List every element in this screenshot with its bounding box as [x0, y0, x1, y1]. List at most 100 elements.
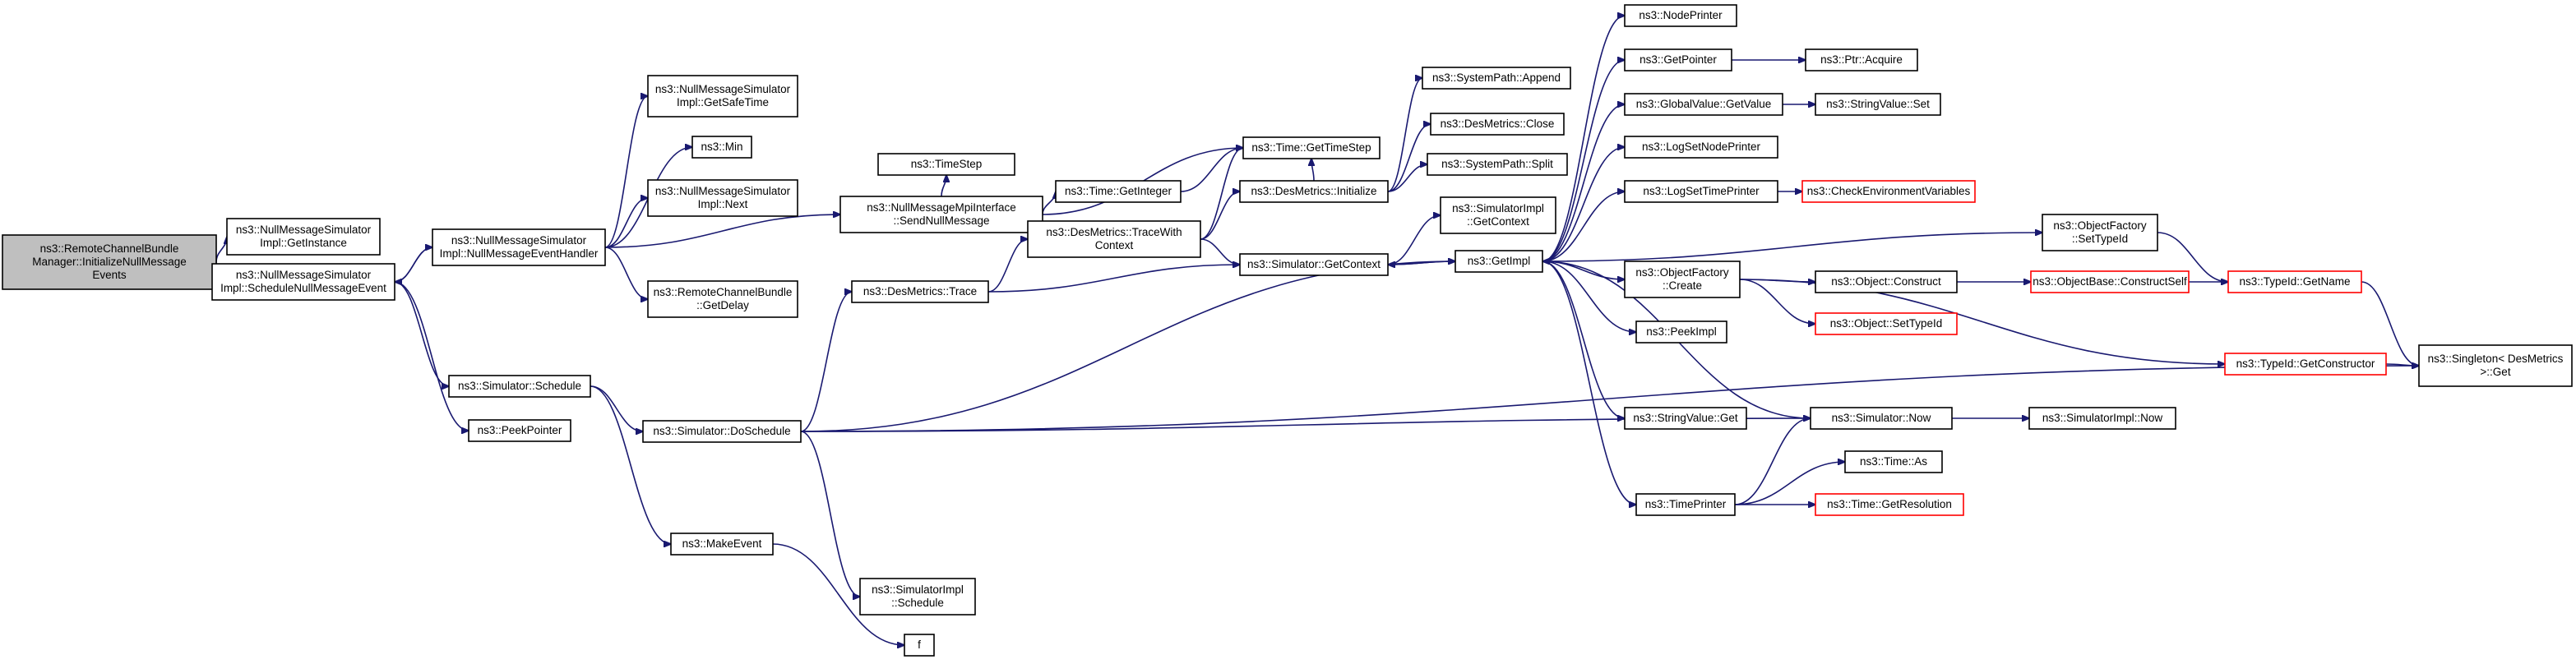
node-ns3-nullmessagesimulator-impl-getinstance[interactable]: ns3::NullMessageSimulatorImpl::GetInstan…	[226, 218, 381, 256]
node-ns3-desmetrics-trace[interactable]: ns3::DesMetrics::Trace	[851, 280, 989, 303]
node-ns3-desmetrics-initialize[interactable]: ns3::DesMetrics::Initialize	[1239, 180, 1389, 203]
node-box[interactable]	[468, 419, 571, 442]
node-ns3-checkenvironmentvariables[interactable]: ns3::CheckEnvironmentVariables	[1801, 180, 1976, 203]
node-box[interactable]	[1430, 113, 1565, 136]
node-box[interactable]	[1055, 180, 1182, 203]
node-f[interactable]: f	[904, 634, 935, 657]
node-box[interactable]	[1815, 493, 1964, 516]
node-ns3-simulatorimpl-getcontext[interactable]: ns3::SimulatorImpl::GetContext	[1440, 196, 1556, 234]
node-ns3-nullmessagesimulator-impl-getsafetime[interactable]: ns3::NullMessageSimulatorImpl::GetSafeTi…	[647, 75, 798, 118]
node-ns3-logsettimeprinter[interactable]: ns3::LogSetTimePrinter	[1624, 180, 1778, 203]
node-ns3-objectbase-constructself[interactable]: ns3::ObjectBase::ConstructSelf	[2030, 270, 2190, 293]
node-box[interactable]	[1815, 270, 1958, 293]
node-ns3-getpointer[interactable]: ns3::GetPointer	[1624, 48, 1732, 71]
node-box[interactable]	[1805, 48, 1918, 71]
node-box[interactable]	[1624, 136, 1778, 159]
node-box[interactable]	[2227, 270, 2362, 293]
node-box[interactable]	[2030, 270, 2190, 293]
node-box[interactable]	[904, 634, 935, 657]
node-box[interactable]	[1624, 180, 1778, 203]
node-box[interactable]	[1027, 220, 1201, 258]
node-ns3-typeid-getconstructor[interactable]: ns3::TypeId::GetConstructor	[2224, 353, 2387, 376]
node-ns3-object-construct[interactable]: ns3::Object::Construct	[1815, 270, 1958, 293]
node-box[interactable]	[432, 228, 606, 266]
node-box[interactable]	[647, 75, 798, 118]
node-ns3-nullmessagesimulator-impl-nullmessageeventhandler[interactable]: ns3::NullMessageSimulatorImpl::NullMessa…	[432, 228, 606, 266]
node-box[interactable]	[877, 153, 1015, 176]
node-box[interactable]	[1239, 253, 1389, 276]
node-ns3-stringvalue-get[interactable]: ns3::StringValue::Get	[1624, 407, 1747, 430]
node-ns3-objectfactory-create[interactable]: ns3::ObjectFactory::Create	[1624, 261, 1741, 298]
node-box[interactable]	[1624, 407, 1747, 430]
node-ns3-desmetrics-close[interactable]: ns3::DesMetrics::Close	[1430, 113, 1565, 136]
node-box[interactable]	[1815, 93, 1941, 116]
node-box[interactable]	[1624, 48, 1732, 71]
node-ns3-peekimpl[interactable]: ns3::PeekImpl	[1635, 320, 1727, 344]
node-ns3-simulatorimpl-schedule[interactable]: ns3::SimulatorImpl::Schedule	[859, 578, 976, 616]
node-ns3-makeevent[interactable]: ns3::MakeEvent	[670, 533, 774, 556]
node-box[interactable]	[670, 533, 774, 556]
node-box[interactable]	[1635, 493, 1736, 516]
node-box[interactable]	[647, 179, 798, 217]
node-ns3-peekpointer[interactable]: ns3::PeekPointer	[468, 419, 571, 442]
node-ns3-systempath-append[interactable]: ns3::SystemPath::Append	[1422, 67, 1571, 90]
node-box[interactable]	[1801, 180, 1976, 203]
node-ns3-objectfactory-settypeid[interactable]: ns3::ObjectFactory::SetTypeId	[2042, 214, 2158, 251]
node-box[interactable]	[1242, 136, 1380, 159]
node-box[interactable]	[859, 578, 976, 616]
node-box[interactable]	[839, 196, 1043, 233]
node-box[interactable]	[2042, 214, 2158, 251]
node-ns3-globalvalue-getvalue[interactable]: ns3::GlobalValue::GetValue	[1624, 93, 1783, 116]
node-ns3-remotechannelbundle-getdelay[interactable]: ns3::RemoteChannelBundle::GetDelay	[647, 280, 798, 318]
node-ns3-time-gettimestep[interactable]: ns3::Time::GetTimeStep	[1242, 136, 1380, 159]
node-box[interactable]	[1239, 180, 1389, 203]
node-box[interactable]	[1427, 153, 1568, 176]
node-ns3-time-getinteger[interactable]: ns3::Time::GetInteger	[1055, 180, 1182, 203]
node-box[interactable]	[1844, 450, 1943, 473]
node-ns3-singleton-desmetrics-get[interactable]: ns3::Singleton< DesMetrics >::Get	[2418, 344, 2573, 387]
node-box[interactable]	[851, 280, 989, 303]
node-ns3-time-as[interactable]: ns3::Time::As	[1844, 450, 1943, 473]
node-ns3-simulatorimpl-now[interactable]: ns3::SimulatorImpl::Now	[2028, 407, 2176, 430]
node-box[interactable]	[647, 280, 798, 318]
node-ns3-object-settypeid[interactable]: ns3::Object::SetTypeId	[1815, 312, 1958, 335]
node-box[interactable]	[2224, 353, 2387, 376]
node-ns3-nullmessagempiinterface-sendnullmessage[interactable]: ns3::NullMessageMpiInterface::SendNullMe…	[839, 196, 1043, 233]
node-box[interactable]	[1624, 93, 1783, 116]
node-ns3-typeid-getname[interactable]: ns3::TypeId::GetName	[2227, 270, 2362, 293]
node-box[interactable]	[1815, 312, 1958, 335]
node-ns3-ptr-acquire[interactable]: ns3::Ptr::Acquire	[1805, 48, 1918, 71]
node-box[interactable]	[1624, 4, 1737, 27]
node-ns3-remotechannelbundle-manager-initializenullmessage-events[interactable]: ns3::RemoteChannelBundleManager::Initial…	[2, 234, 217, 290]
node-ns3-timeprinter[interactable]: ns3::TimePrinter	[1635, 493, 1736, 516]
node-box[interactable]	[1454, 250, 1543, 273]
node-ns3-timestep[interactable]: ns3::TimeStep	[877, 153, 1015, 176]
node-box[interactable]	[642, 420, 802, 443]
node-ns3-nullmessagesimulator-impl-schedulenullmessageevent[interactable]: ns3::NullMessageSimulatorImpl::ScheduleN…	[211, 263, 395, 301]
node-box[interactable]	[2028, 407, 2176, 430]
node-ns3-logsetnodeprinter[interactable]: ns3::LogSetNodePrinter	[1624, 136, 1778, 159]
node-box[interactable]	[1624, 261, 1741, 298]
node-ns3-nodeprinter[interactable]: ns3::NodePrinter	[1624, 4, 1737, 27]
node-box[interactable]	[1440, 196, 1556, 234]
node-ns3-simulator-doschedule[interactable]: ns3::Simulator::DoSchedule	[642, 420, 802, 443]
node-ns3-simulator-now[interactable]: ns3::Simulator::Now	[1810, 407, 1953, 430]
node-ns3-time-getresolution[interactable]: ns3::Time::GetResolution	[1815, 493, 1964, 516]
node-ns3-simulator-getcontext[interactable]: ns3::Simulator::GetContext	[1239, 253, 1389, 276]
node-box[interactable]	[2, 234, 217, 290]
node-box[interactable]	[2418, 344, 2573, 387]
node-box[interactable]	[211, 263, 395, 301]
node-box[interactable]	[448, 375, 591, 398]
node-ns3-simulator-schedule[interactable]: ns3::Simulator::Schedule	[448, 375, 591, 398]
node-box[interactable]	[1422, 67, 1571, 90]
node-ns3-getimpl[interactable]: ns3::GetImpl	[1454, 250, 1543, 273]
node-box[interactable]	[1810, 407, 1953, 430]
node-ns3-systempath-split[interactable]: ns3::SystemPath::Split	[1427, 153, 1568, 176]
node-box[interactable]	[691, 136, 752, 159]
node-ns3-stringvalue-set[interactable]: ns3::StringValue::Set	[1815, 93, 1941, 116]
node-ns3-min[interactable]: ns3::Min	[691, 136, 752, 159]
node-box[interactable]	[226, 218, 381, 256]
node-box[interactable]	[1635, 320, 1727, 344]
